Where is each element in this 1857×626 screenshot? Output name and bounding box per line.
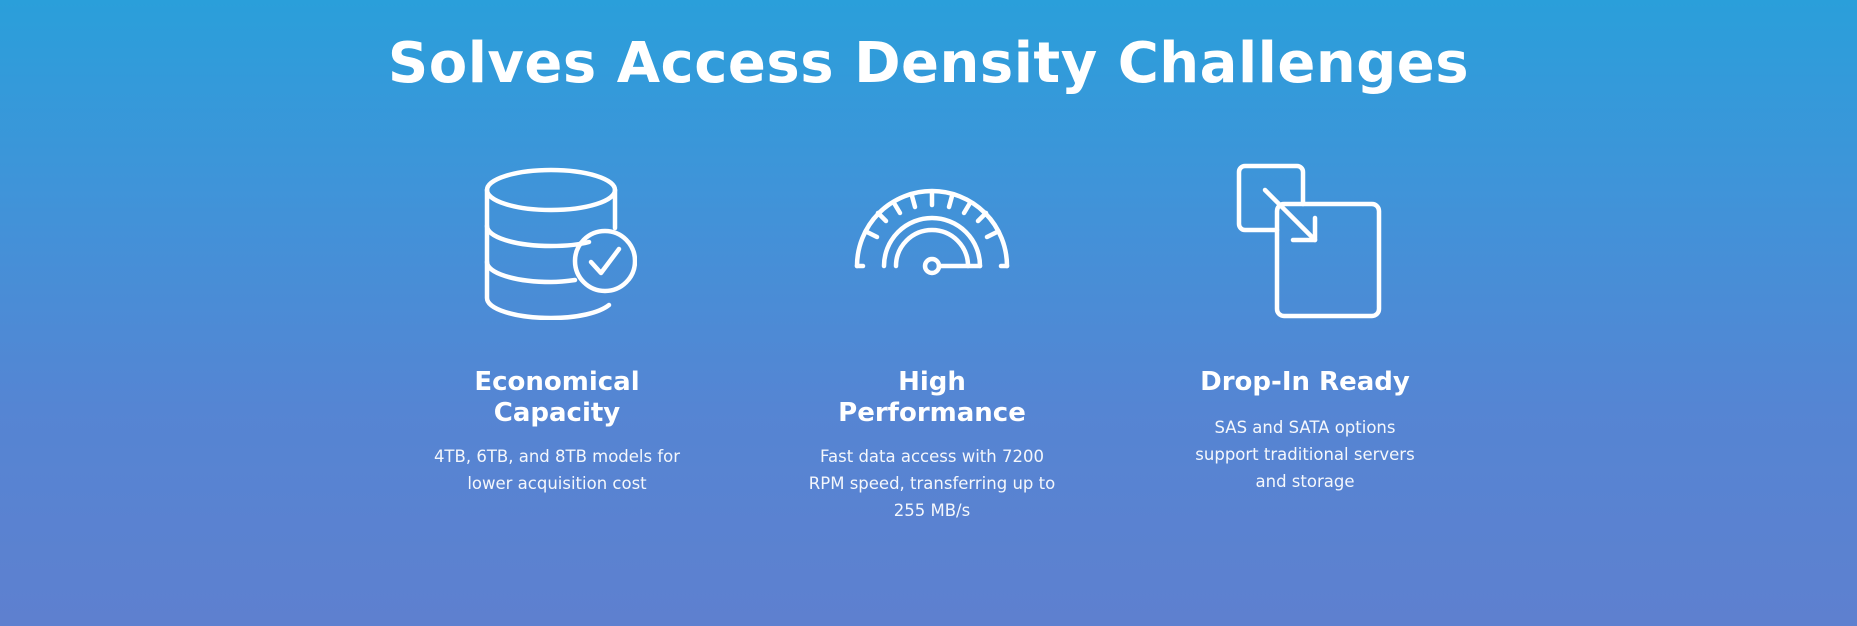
database-check-icon xyxy=(477,160,637,320)
feature-description: SAS and SATA options support traditional… xyxy=(1195,418,1415,491)
drop-in-arrow-icon xyxy=(1225,160,1385,320)
feature-description: Fast data access with 7200 RPM speed, tr… xyxy=(808,447,1056,520)
speedometer-icon xyxy=(852,160,1012,320)
feature-title: Economical Capacity xyxy=(474,367,640,428)
feature-title: Drop-In Ready xyxy=(1200,367,1410,397)
feature-title: High Performance xyxy=(838,367,1026,428)
section-headline: Solves Access Density Challenges xyxy=(387,31,1470,96)
feature-description: 4TB, 6TB, and 8TB models for lower acqui… xyxy=(433,447,681,493)
